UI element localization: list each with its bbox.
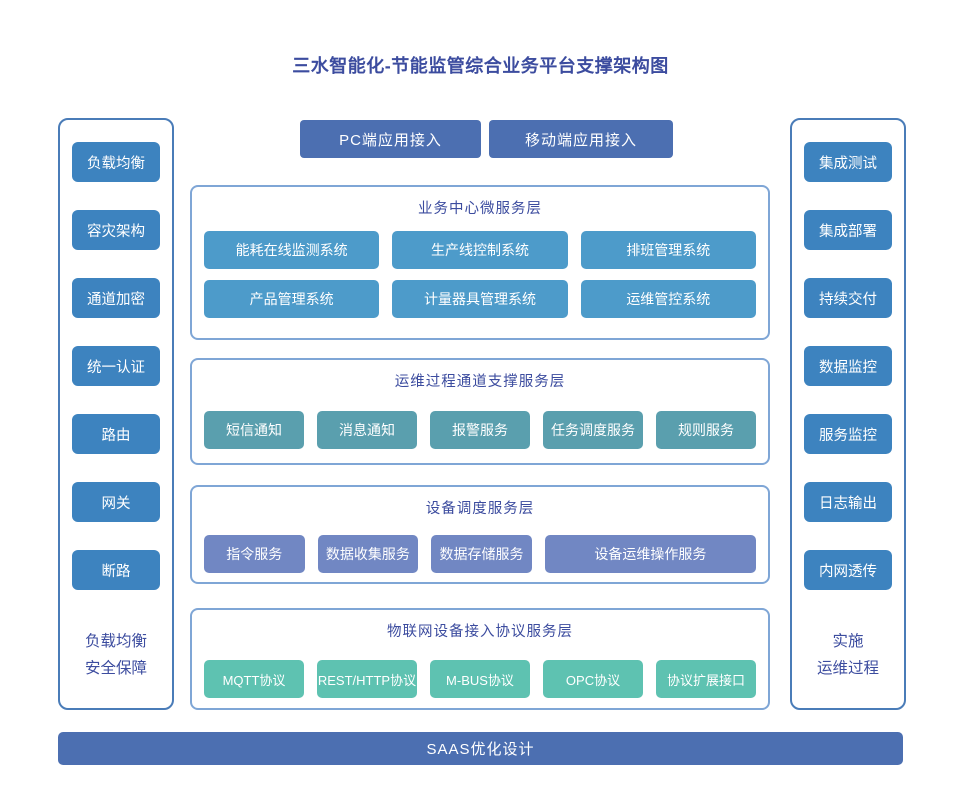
service-node-data-collection: 数据收集服务 bbox=[317, 535, 419, 573]
left-pillar-caption: 负载均衡 安全保障 bbox=[85, 628, 147, 682]
service-node-sms-notify: 短信通知 bbox=[204, 411, 304, 449]
protocol-node-mbus: M-BUS协议 bbox=[430, 660, 530, 698]
right-pillar-item-integration-test: 集成测试 bbox=[804, 142, 892, 182]
layer-row: MQTT协议 REST/HTTP协议 M-BUS协议 OPC协议 协议扩展接口 bbox=[192, 660, 768, 698]
service-node-alarm-service: 报警服务 bbox=[430, 411, 530, 449]
protocol-node-rest-http: REST/HTTP协议 bbox=[317, 660, 417, 698]
layer-row: 短信通知 消息通知 报警服务 任务调度服务 规则服务 bbox=[192, 411, 768, 449]
left-pillar-item-routing: 路由 bbox=[72, 414, 160, 454]
layer-title: 业务中心微服务层 bbox=[418, 201, 542, 217]
service-node-production-line-control: 生产线控制系统 bbox=[392, 231, 568, 269]
layer-title: 物联网设备接入协议服务层 bbox=[387, 624, 573, 640]
layer-panel-business-microservices: 业务中心微服务层 能耗在线监测系统 生产线控制系统 排班管理系统 产品管理系统 … bbox=[190, 185, 770, 340]
left-pillar-item-circuit-break: 断路 bbox=[72, 550, 160, 590]
service-node-metering-instrument-management: 计量器具管理系统 bbox=[392, 280, 568, 318]
protocol-node-opc: OPC协议 bbox=[543, 660, 643, 698]
right-pillar-item-intranet-passthrough: 内网透传 bbox=[804, 550, 892, 590]
right-pillar-caption: 实施 运维过程 bbox=[817, 628, 879, 682]
layer-title: 设备调度服务层 bbox=[425, 501, 535, 517]
service-node-shift-management: 排班管理系统 bbox=[580, 231, 756, 269]
left-pillar-item-disaster-recovery: 容灾架构 bbox=[72, 210, 160, 250]
layer-row: 产品管理系统 计量器具管理系统 运维管控系统 bbox=[192, 280, 768, 318]
service-node-product-management: 产品管理系统 bbox=[204, 280, 380, 318]
service-node-command-service: 指令服务 bbox=[204, 535, 305, 573]
service-node-energy-monitoring: 能耗在线监测系统 bbox=[204, 231, 380, 269]
left-pillar-item-gateway: 网关 bbox=[72, 482, 160, 522]
right-pillar: 集成测试 集成部署 持续交付 数据监控 服务监控 日志输出 内网透传 实施 运维… bbox=[790, 118, 906, 710]
pc-access-node: PC端应用接入 bbox=[300, 120, 481, 158]
layer-title: 运维过程通道支撑服务层 bbox=[394, 374, 566, 390]
layer-panel-ops-channel-support: 运维过程通道支撑服务层 短信通知 消息通知 报警服务 任务调度服务 规则服务 bbox=[190, 358, 770, 465]
service-node-device-ops-operation: 设备运维操作服务 bbox=[544, 535, 757, 573]
left-pillar-caption-line1: 负载均衡 bbox=[84, 633, 147, 650]
layer-panel-iot-protocol: 物联网设备接入协议服务层 MQTT协议 REST/HTTP协议 M-BUS协议 … bbox=[190, 608, 770, 710]
left-pillar-item-unified-auth: 统一认证 bbox=[72, 346, 160, 386]
left-pillar: 负载均衡 容灾架构 通道加密 统一认证 路由 网关 断路 负载均衡 安全保障 bbox=[58, 118, 174, 710]
left-pillar-caption-line2: 安全保障 bbox=[84, 660, 147, 677]
left-pillar-item-channel-encryption: 通道加密 bbox=[72, 278, 160, 318]
right-pillar-item-service-monitor: 服务监控 bbox=[804, 414, 892, 454]
service-node-message-notify: 消息通知 bbox=[317, 411, 417, 449]
right-pillar-caption-line1: 实施 bbox=[832, 633, 864, 650]
mobile-access-node: 移动端应用接入 bbox=[489, 120, 673, 158]
page-title: 三水智能化-节能监管综合业务平台支撑架构图 bbox=[292, 56, 669, 76]
right-pillar-item-data-monitor: 数据监控 bbox=[804, 346, 892, 386]
right-pillar-caption-line2: 运维过程 bbox=[816, 660, 879, 677]
service-node-rule-service: 规则服务 bbox=[656, 411, 756, 449]
saas-optimization-bar: SAAS优化设计 bbox=[58, 732, 903, 765]
left-pillar-item-load-balance: 负载均衡 bbox=[72, 142, 160, 182]
service-node-ops-control: 运维管控系统 bbox=[580, 280, 756, 318]
right-pillar-item-continuous-delivery: 持续交付 bbox=[804, 278, 892, 318]
service-node-task-scheduling: 任务调度服务 bbox=[543, 411, 643, 449]
layer-panel-device-scheduling: 设备调度服务层 指令服务 数据收集服务 数据存储服务 设备运维操作服务 bbox=[190, 485, 770, 584]
layer-row: 指令服务 数据收集服务 数据存储服务 设备运维操作服务 bbox=[192, 535, 768, 573]
layer-row: 能耗在线监测系统 生产线控制系统 排班管理系统 bbox=[192, 231, 768, 269]
service-node-data-storage: 数据存储服务 bbox=[431, 535, 532, 573]
protocol-node-extension-interface: 协议扩展接口 bbox=[656, 660, 756, 698]
right-pillar-item-log-output: 日志输出 bbox=[804, 482, 892, 522]
right-pillar-item-integration-deploy: 集成部署 bbox=[804, 210, 892, 250]
protocol-node-mqtt: MQTT协议 bbox=[204, 660, 304, 698]
